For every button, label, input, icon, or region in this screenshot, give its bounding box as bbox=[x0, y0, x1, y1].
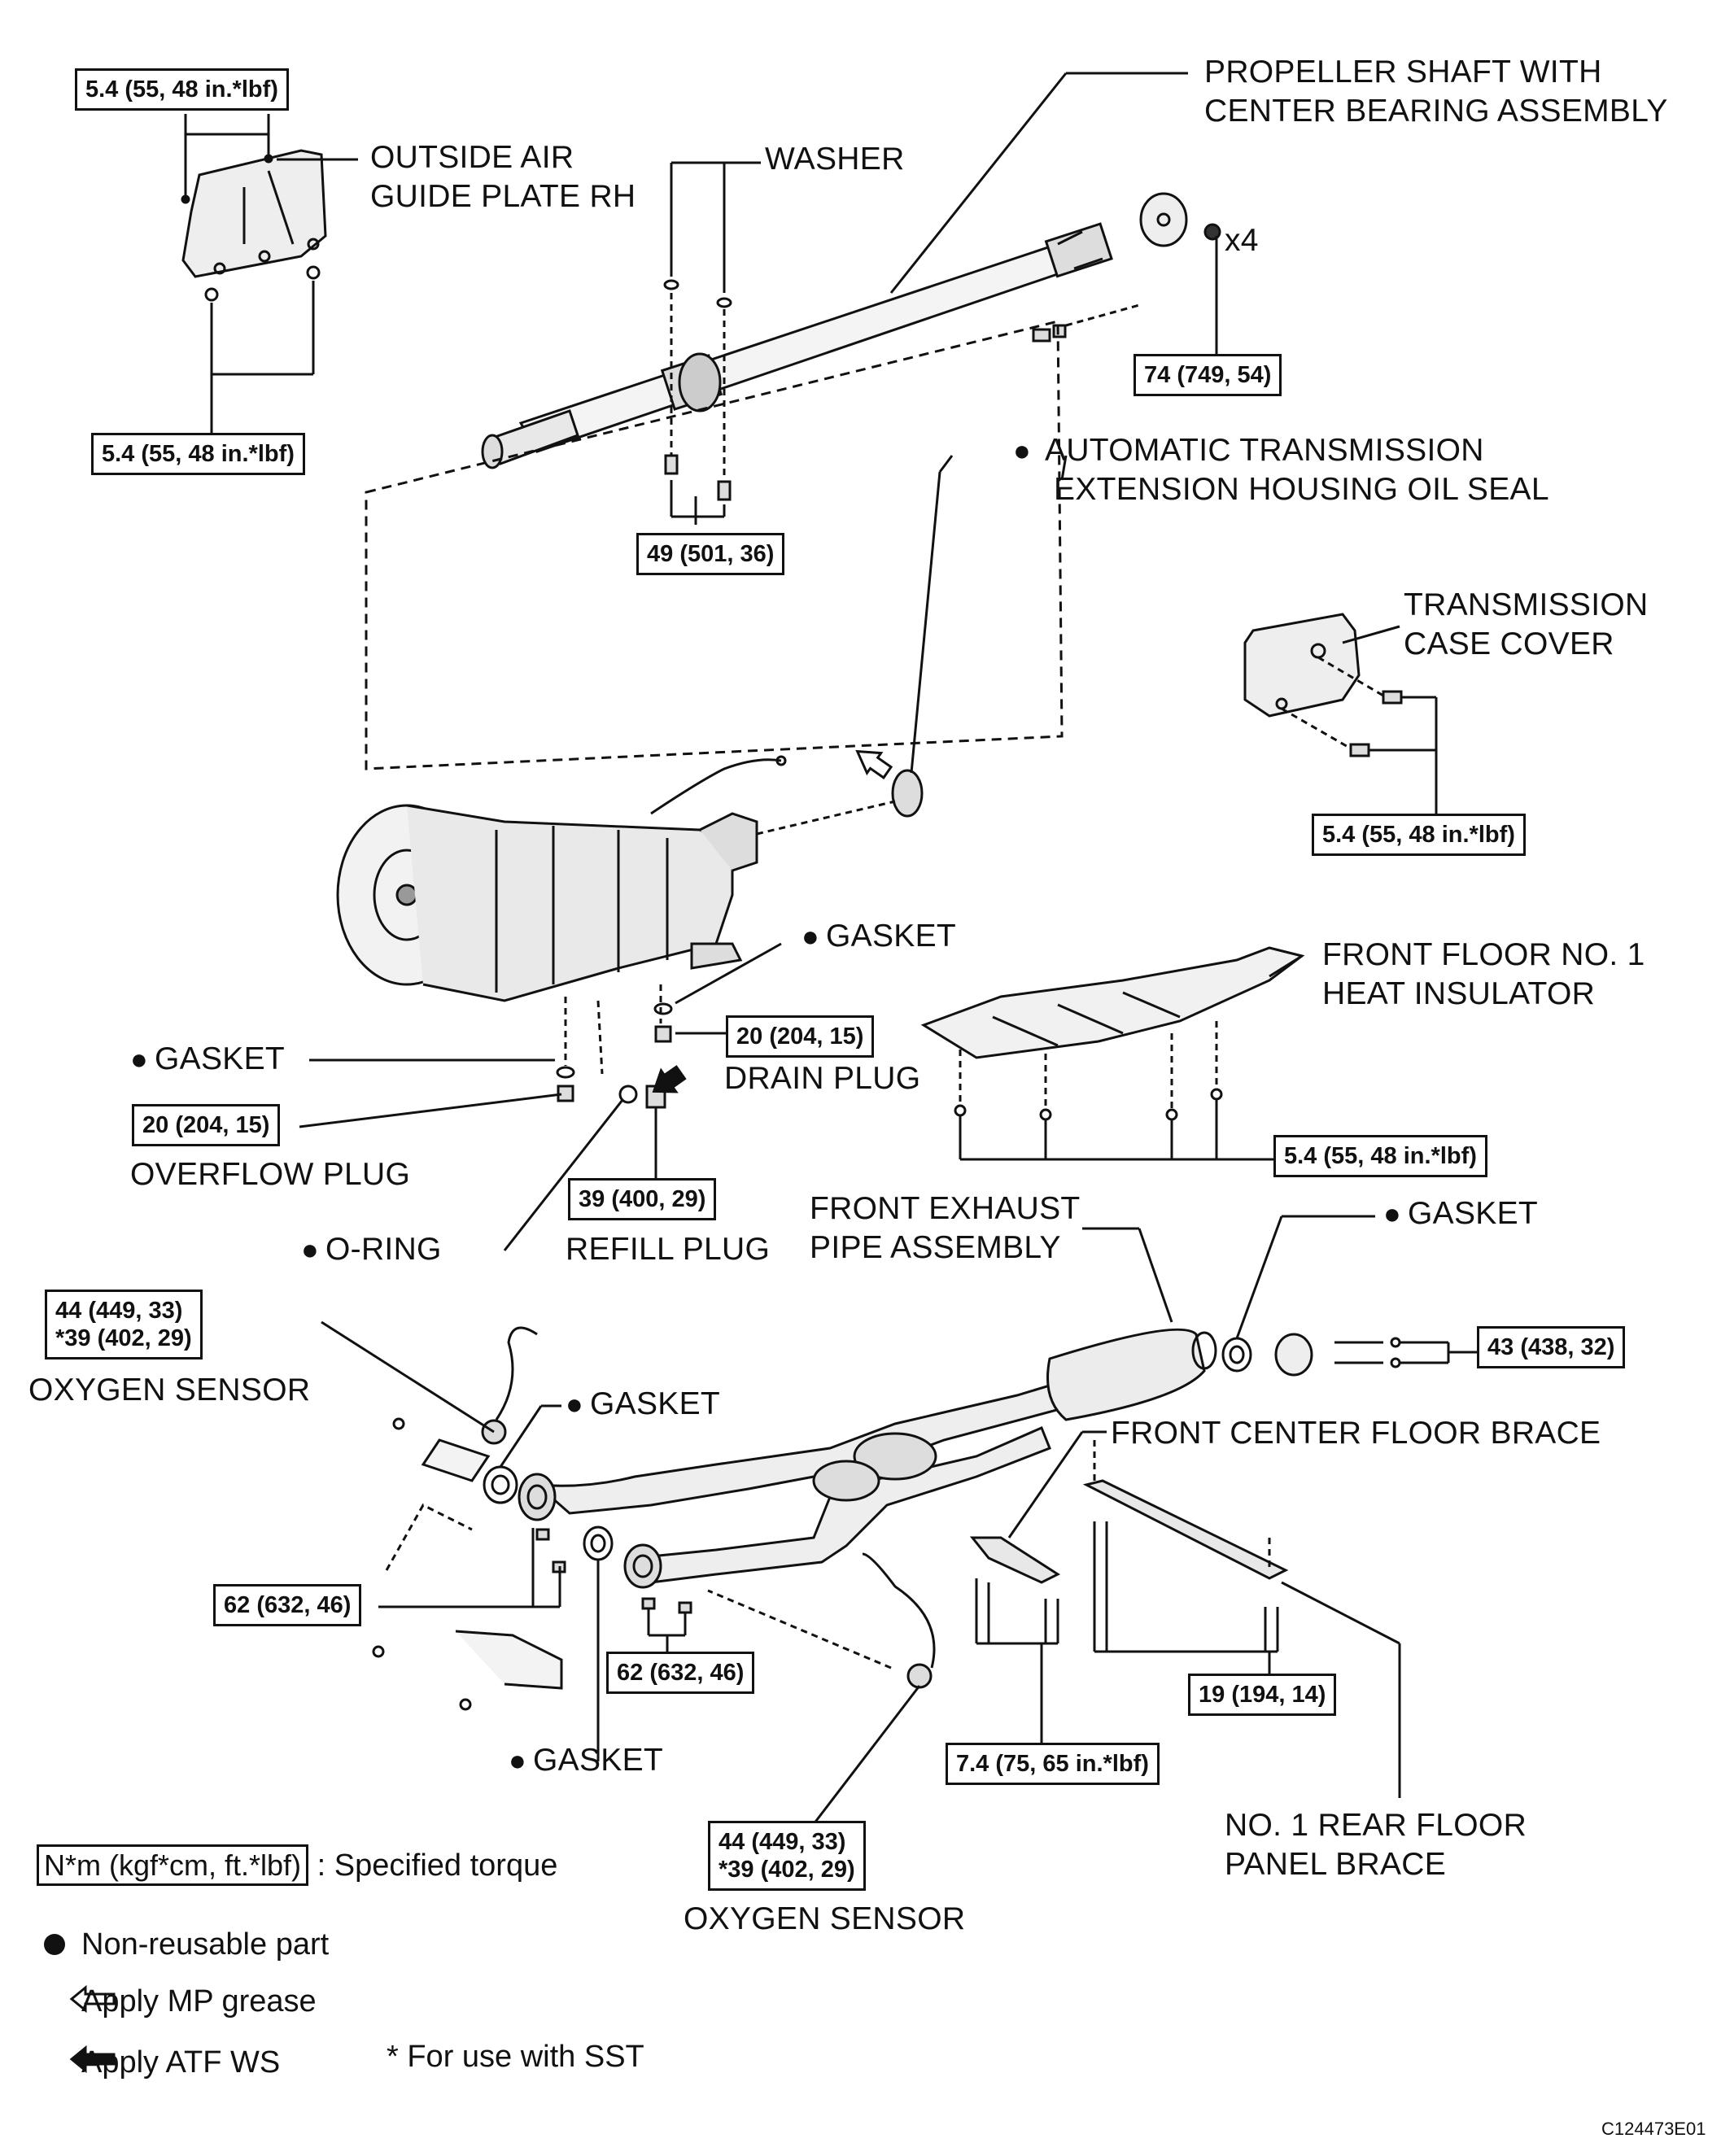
torque-oxygen-sensor-left: 44 (449, 33)*39 (402, 29) bbox=[45, 1290, 203, 1360]
label-gasket-manifold: GASKET bbox=[566, 1385, 720, 1424]
legend-non-reusable: Non-reusable part bbox=[81, 1927, 330, 1962]
torque-refill-plug: 39 (400, 29) bbox=[568, 1178, 717, 1220]
label-washer: WASHER bbox=[765, 142, 905, 177]
torque-manifold-left: 62 (632, 46) bbox=[213, 1584, 362, 1626]
torque-overflow-plug: 20 (204, 15) bbox=[132, 1104, 281, 1146]
torque-center-floor-brace: 7.4 (75, 65 in.*lbf) bbox=[946, 1743, 1160, 1785]
label-overflow-plug: OVERFLOW PLUG bbox=[130, 1157, 411, 1192]
torque-air-guide-top: 5.4 (55, 48 in.*lbf) bbox=[75, 68, 289, 111]
label-o-ring: O-RING bbox=[301, 1230, 442, 1269]
legend-atf-ws: Apply ATF WS bbox=[81, 2045, 281, 2080]
torque-oxygen-sensor-bottom: 44 (449, 33)*39 (402, 29) bbox=[708, 1821, 866, 1891]
legend-sst: * For use with SST bbox=[387, 2040, 644, 2074]
torque-drain-plug: 20 (204, 15) bbox=[726, 1015, 875, 1058]
torque-case-cover: 5.4 (55, 48 in.*lbf) bbox=[1312, 814, 1526, 856]
exhaust-pipe-drawing bbox=[518, 1328, 1217, 1589]
case-cover-drawing bbox=[1243, 613, 1403, 757]
label-gasket-overflow: GASKET bbox=[130, 1040, 285, 1079]
label-drain-plug: DRAIN PLUG bbox=[724, 1061, 921, 1096]
label-front-center-floor-brace: FRONT CENTER FLOOR BRACE bbox=[1111, 1416, 1601, 1451]
rear-floor-brace-drawing bbox=[1082, 1440, 1289, 1676]
air-guide-plate-drawing bbox=[181, 149, 327, 302]
label-extension-housing-oil-seal: AUTOMATIC TRANSMISSION EXTENSION HOUSING… bbox=[1013, 431, 1549, 509]
torque-air-guide-bottom: 5.4 (55, 48 in.*lbf) bbox=[91, 433, 305, 475]
legend-mp-grease: Apply MP grease bbox=[81, 1984, 317, 2019]
torque-flange-nuts: 74 (749, 54) bbox=[1134, 354, 1282, 396]
heat-insulator-drawing bbox=[920, 946, 1305, 1121]
torque-exhaust-rear-flange: 43 (438, 32) bbox=[1477, 1326, 1626, 1368]
torque-center-bearing: 49 (501, 36) bbox=[636, 533, 785, 575]
legend-torque: N*m (kgf*cm, ft.*lbf) : Specified torque bbox=[37, 1844, 558, 1886]
transmission-drawing bbox=[336, 755, 787, 1002]
legend-torque-box: N*m (kgf*cm, ft.*lbf) bbox=[37, 1844, 309, 1886]
manifold-left-drawing bbox=[372, 1417, 566, 1711]
label-refill-plug: REFILL PLUG bbox=[566, 1232, 771, 1267]
front-center-brace-drawing bbox=[969, 1536, 1061, 1745]
label-gasket-drain: GASKET bbox=[802, 917, 956, 956]
label-gasket-bottom: GASKET bbox=[509, 1741, 663, 1780]
shaft-bolts-drawing bbox=[663, 279, 1140, 501]
propeller-shaft-drawing bbox=[481, 192, 1221, 469]
legend-torque-desc: : Specified torque bbox=[317, 1848, 558, 1883]
label-oxygen-sensor-bottom: OXYGEN SENSOR bbox=[684, 1901, 966, 1936]
label-x4: x4 bbox=[1225, 223, 1259, 258]
torque-manifold-mid: 62 (632, 46) bbox=[606, 1652, 755, 1694]
label-gasket-rear-flange: GASKET bbox=[1383, 1194, 1538, 1233]
label-oxygen-sensor-left: OXYGEN SENSOR bbox=[28, 1373, 311, 1408]
torque-rear-floor-brace: 19 (194, 14) bbox=[1188, 1674, 1337, 1716]
figure-code: C124473E01 bbox=[1601, 2119, 1706, 2139]
torque-heat-insulator: 5.4 (55, 48 in.*lbf) bbox=[1273, 1135, 1487, 1177]
